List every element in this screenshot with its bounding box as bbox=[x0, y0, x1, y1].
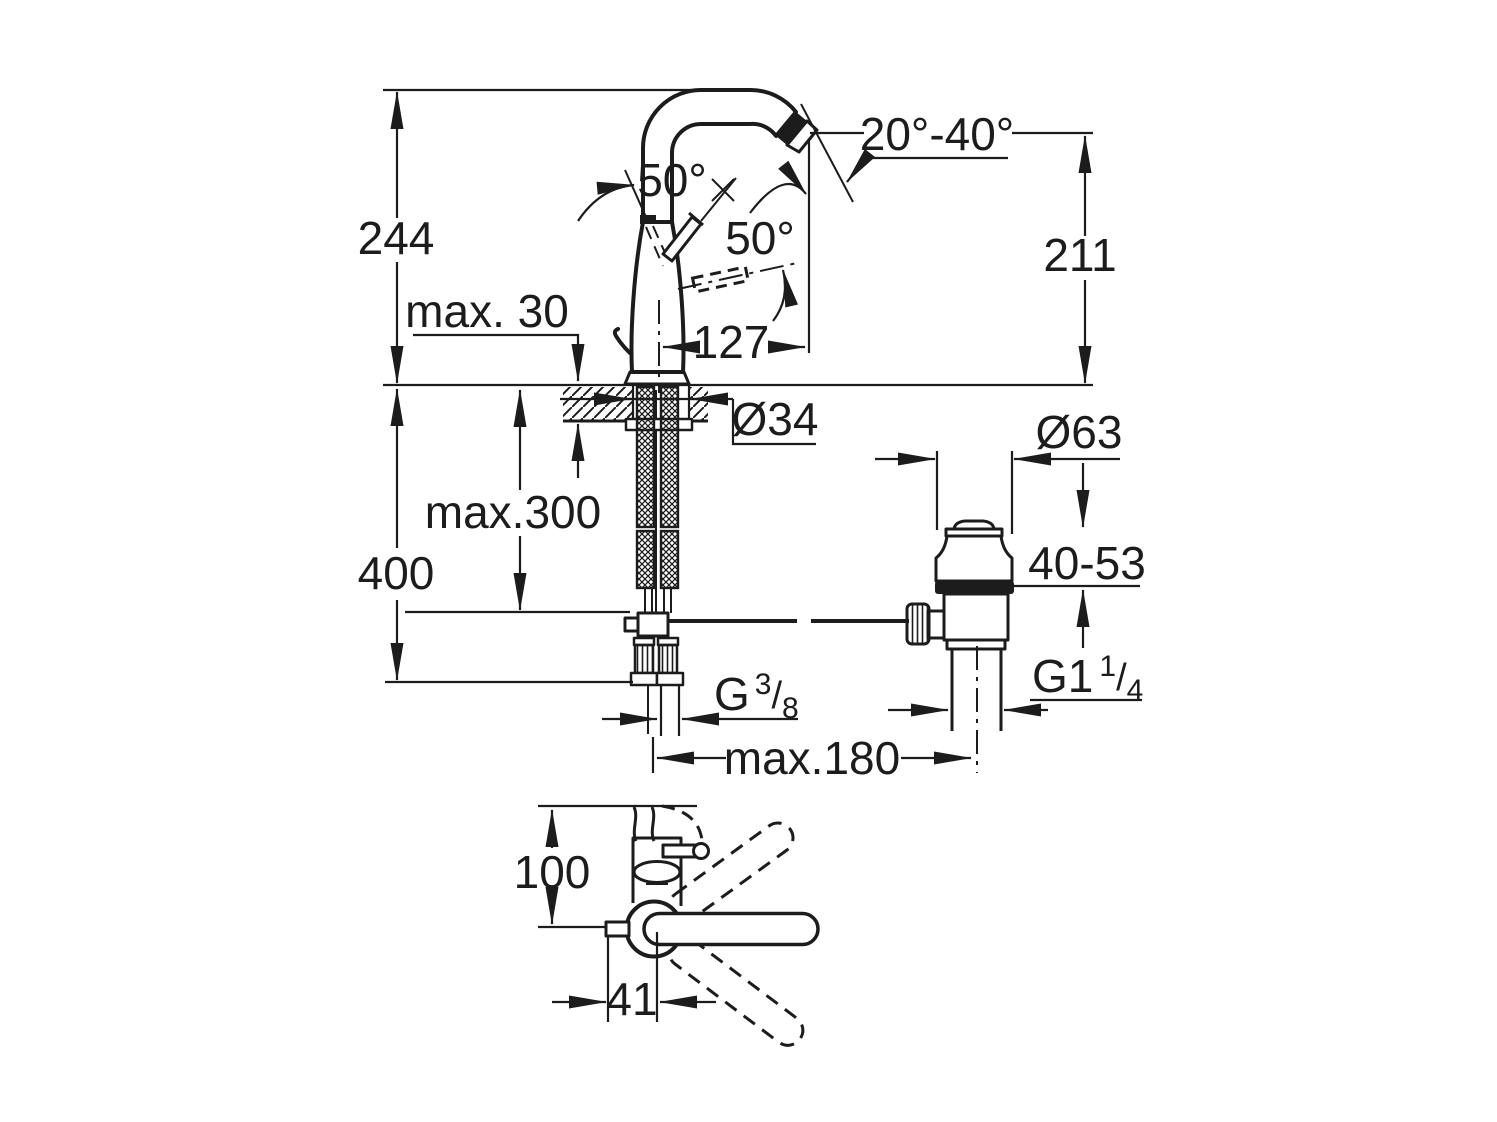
waste-clamp-label: 40-53 bbox=[1028, 537, 1146, 589]
cartridge-hidden-lines bbox=[645, 225, 671, 267]
supply-hose-right-lower bbox=[659, 529, 680, 590]
mounting-nut bbox=[624, 417, 694, 432]
lever-angle-swing-label: 50° bbox=[725, 212, 795, 264]
faucet-main-view bbox=[612, 87, 819, 393]
lever-closed-cap bbox=[640, 215, 656, 224]
spout bbox=[641, 87, 798, 224]
dim-overall-height: 244 bbox=[358, 88, 700, 384]
dim-deck-thickness: max. 30 bbox=[405, 285, 585, 478]
counter-hatch-right bbox=[689, 387, 708, 420]
spout-angle-leader bbox=[846, 148, 1008, 183]
lever-angle-open-label: 50° bbox=[637, 154, 707, 206]
dim-waste-clamp: 40-53 bbox=[1012, 463, 1146, 648]
plan-handle bbox=[642, 911, 820, 947]
lever-open-ref-line bbox=[624, 169, 647, 218]
lever-tip-cross bbox=[711, 178, 735, 202]
supply-pipe-right bbox=[659, 685, 681, 736]
rod-joint-block bbox=[636, 611, 670, 638]
plan-spout-tab bbox=[604, 920, 631, 938]
dim-spout-angle: 20°-40° bbox=[810, 108, 1093, 183]
plan-depth-label: 100 bbox=[514, 846, 591, 898]
annotations-main bbox=[577, 103, 854, 322]
dim-waste-distance: max.180 bbox=[651, 732, 972, 784]
dim-waste-flange: Ø63 bbox=[875, 406, 1122, 534]
pop-up-waste bbox=[905, 519, 1014, 773]
connector-nut-left bbox=[629, 671, 659, 687]
below-deck-label: 400 bbox=[358, 547, 435, 599]
dim-mount-hole: Ø34 bbox=[560, 392, 819, 446]
spout-angle-label: 20°-40° bbox=[860, 108, 1014, 160]
g38-connector-right bbox=[657, 643, 679, 675]
hose-depth-label: max.300 bbox=[425, 486, 601, 538]
dim-outlet-height: 211 bbox=[1043, 135, 1117, 384]
supply-hose-left bbox=[635, 385, 656, 529]
overall-height-label: 244 bbox=[358, 212, 435, 264]
dim-plan-depth: 100 bbox=[514, 809, 591, 925]
lever-phantom bbox=[690, 265, 751, 294]
plan-spout-swivel-arc bbox=[661, 804, 704, 842]
lever-end-cap bbox=[688, 211, 704, 227]
spout-projection-label: 127 bbox=[693, 316, 770, 368]
mount-hole-label: Ø34 bbox=[732, 393, 819, 445]
deck-thickness-label: max. 30 bbox=[405, 285, 569, 337]
lever-angle-arc bbox=[577, 181, 635, 222]
supply-hose-right bbox=[659, 385, 680, 529]
connector-nut-right bbox=[655, 671, 685, 687]
waste-tailpipe bbox=[950, 649, 1003, 731]
dim-spout-projection: 127 bbox=[662, 140, 811, 368]
waste-upper-body bbox=[934, 534, 1014, 583]
waste-gasket bbox=[935, 581, 1014, 594]
plan-handle-phantom-down bbox=[667, 935, 805, 1047]
counter-hatch-left bbox=[563, 387, 633, 420]
waste-distance-label: max.180 bbox=[724, 732, 900, 784]
g38-connector-left bbox=[633, 643, 655, 675]
outlet-angle-ref-line bbox=[800, 103, 854, 203]
rod-joint-small bbox=[623, 616, 640, 633]
waste-lower-body bbox=[942, 592, 1010, 642]
under-deck-assembly bbox=[623, 385, 909, 736]
dim-below-deck: 400 bbox=[358, 388, 633, 684]
plan-lever-pin bbox=[661, 843, 698, 859]
dim-hose-depth: max.300 bbox=[405, 389, 630, 614]
plan-lever-pin-end bbox=[692, 842, 710, 860]
spout-swivel-arc bbox=[749, 160, 807, 214]
lever-swing-ref-line bbox=[677, 262, 798, 290]
outlet-height-label: 211 bbox=[1043, 229, 1116, 281]
waste-flange-label: Ø63 bbox=[1036, 406, 1123, 458]
dim-lever-angles: 50° 50° bbox=[637, 154, 795, 264]
plan-offset-label: 41 bbox=[606, 973, 657, 1025]
dim-plan-offset: 41 bbox=[552, 932, 716, 1025]
lever-tip-leader bbox=[700, 177, 737, 222]
waste-cap-dome bbox=[952, 519, 996, 531]
plan-handle-phantom-up bbox=[667, 821, 795, 923]
spout-outlet-face bbox=[776, 112, 807, 145]
plan-view: 100 41 bbox=[514, 804, 820, 1047]
waste-rod-knob bbox=[905, 602, 931, 646]
supply-hose-left-lower bbox=[635, 529, 656, 590]
hose-tails bbox=[644, 588, 672, 613]
plan-spout-tube bbox=[632, 860, 682, 884]
plan-spout-break-lines bbox=[632, 806, 656, 842]
lever-swing-arc bbox=[772, 269, 798, 322]
